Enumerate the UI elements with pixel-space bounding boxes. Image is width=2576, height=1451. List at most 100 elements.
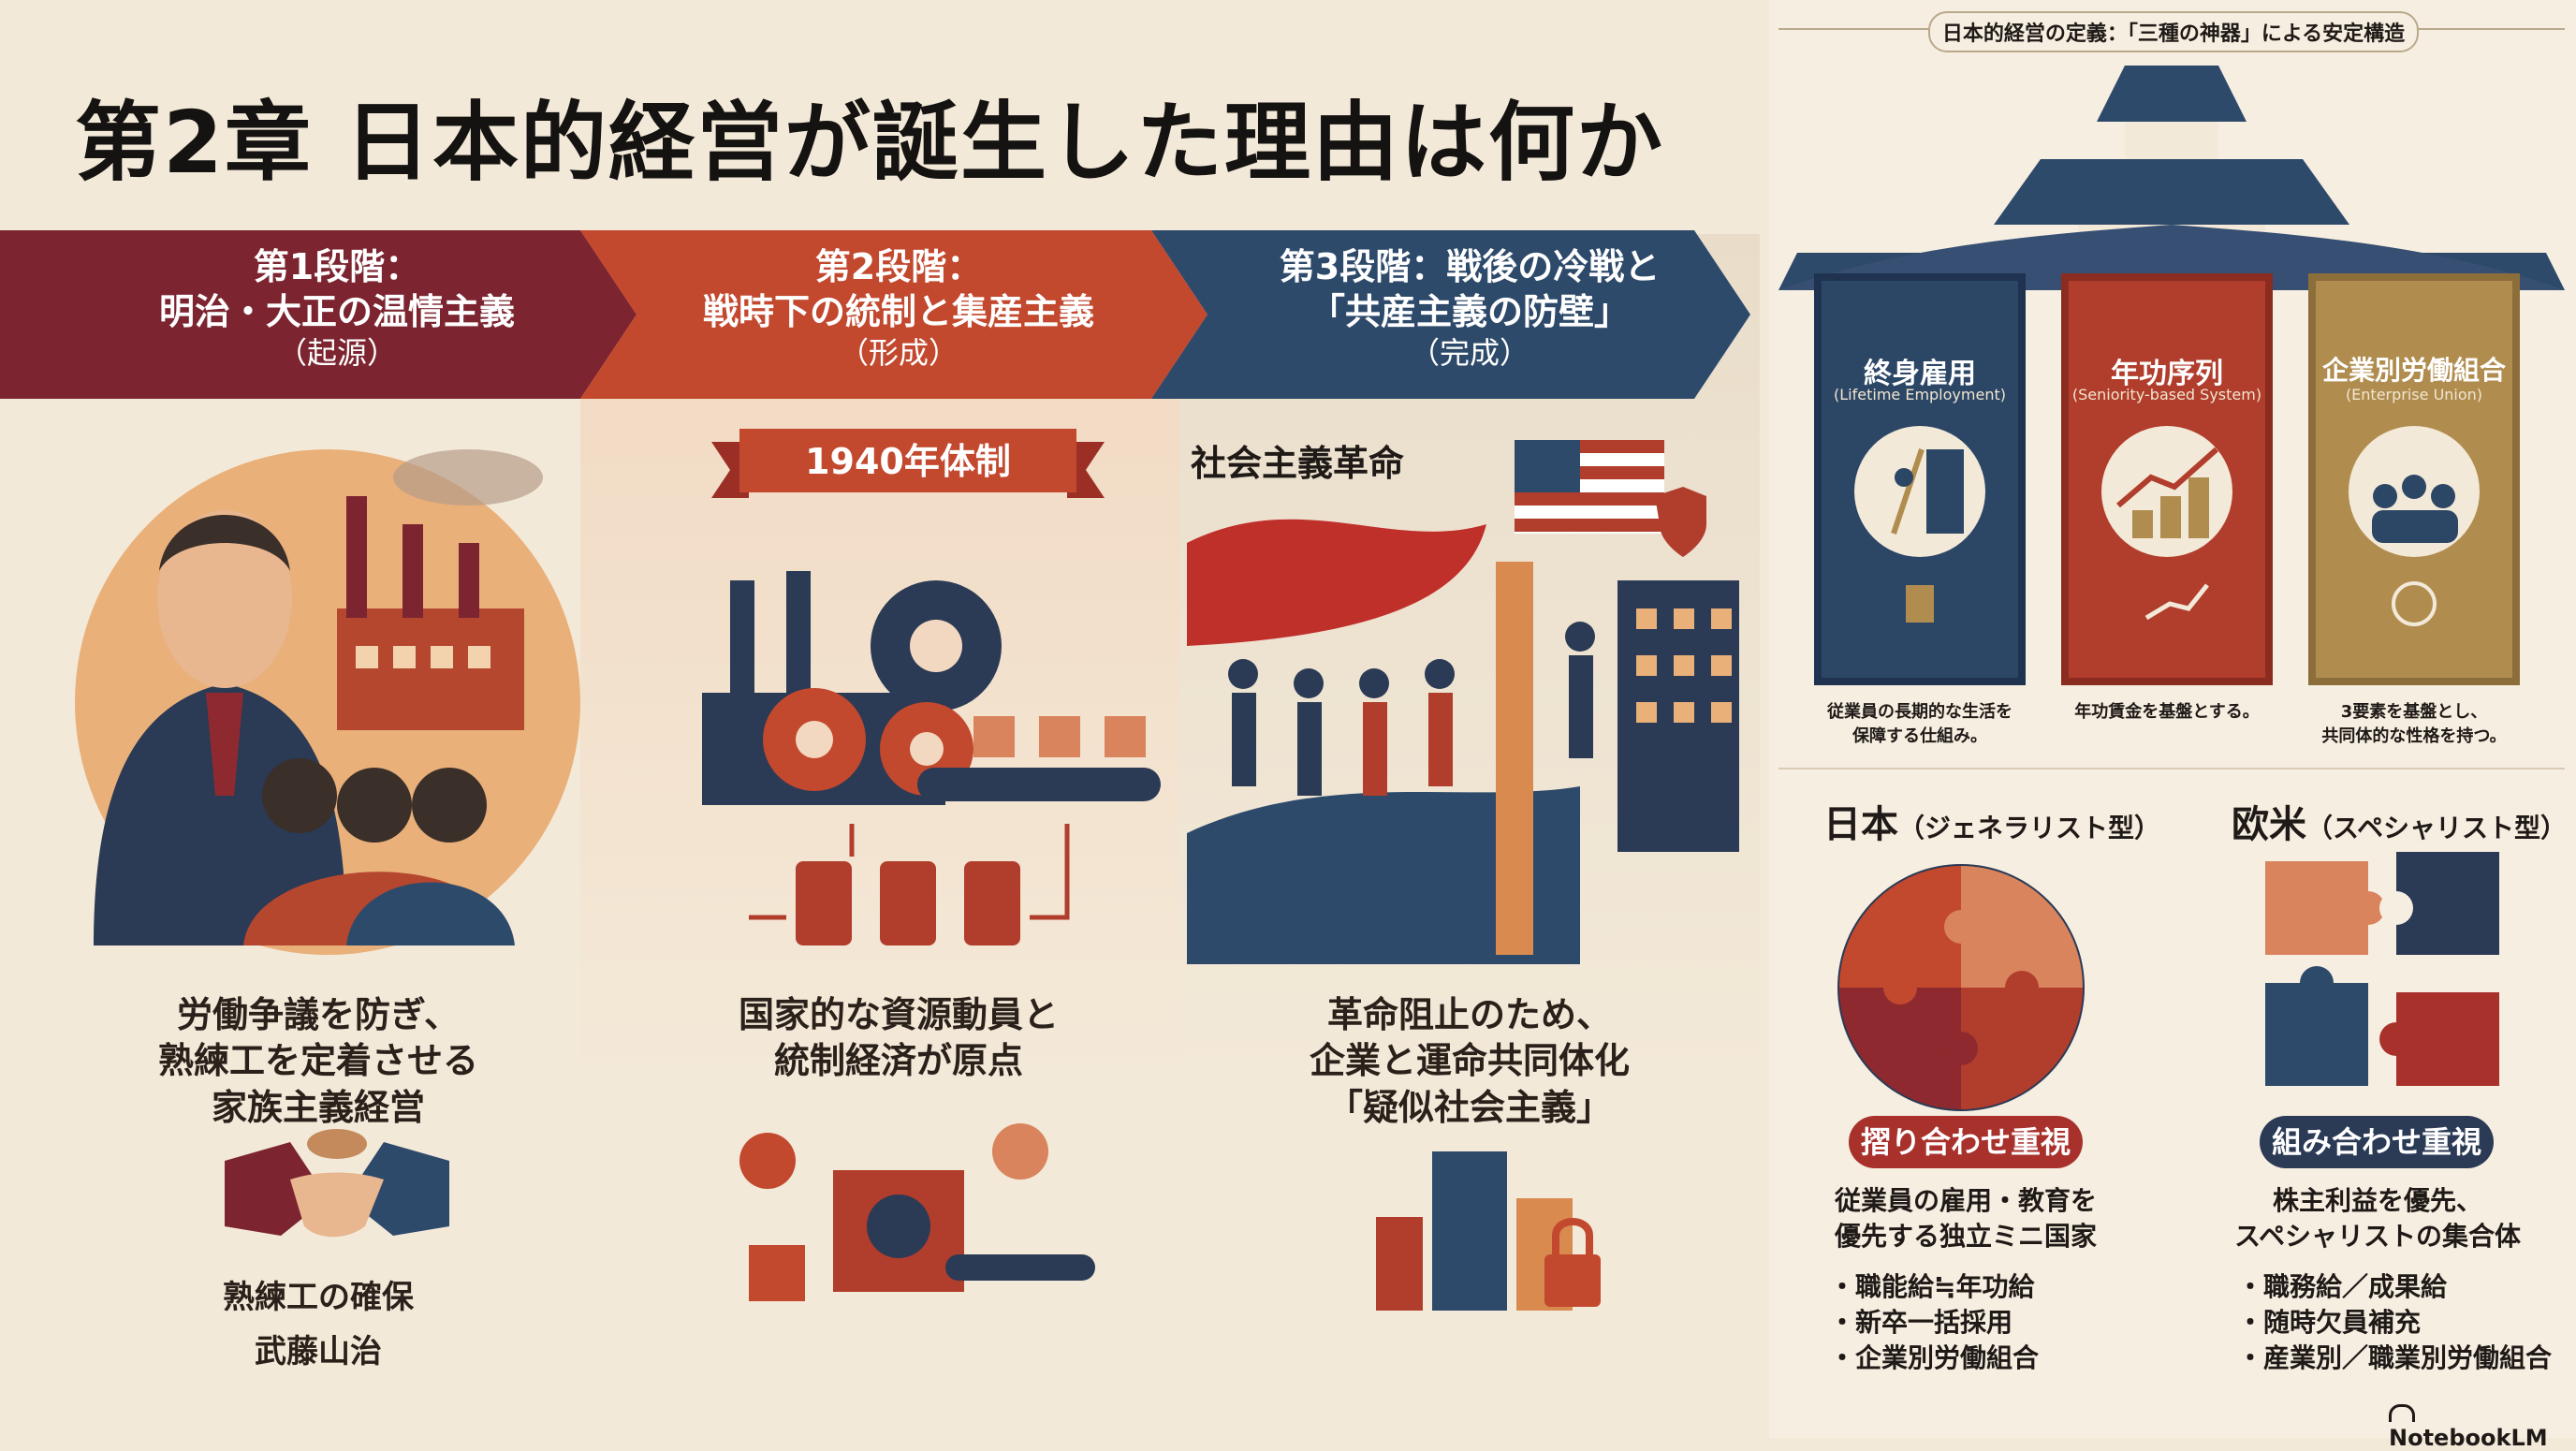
pillar-icons: [1854, 426, 2480, 626]
pillar1-desc: 従業員の長期的な生活を 保障する仕組み。: [1795, 700, 2044, 749]
notebooklm-brand: NotebookLM: [2389, 1399, 2576, 1451]
stage1-desc-line: 熟練工を定着させる: [157, 1040, 478, 1082]
skilled-worker-caption: 熟練工の確保: [223, 1279, 414, 1316]
puzzle-circle-icon: [1837, 864, 2085, 1111]
japan-desc-line: 従業員の雇用・教育を: [1834, 1185, 2097, 1216]
pillar1-desc-line: 保障する仕組み。: [1852, 726, 1987, 747]
west-heading: 欧米（スペシャリスト型）: [2232, 794, 2567, 848]
pillar1-desc-line: 従業員の長期的な生活を: [1827, 702, 2012, 722]
stage2-description: 国家的な資源動員と 統制経済が原点: [637, 992, 1161, 1085]
west-bullet: ・産業別／職業別労働組合: [2237, 1341, 2553, 1373]
gear-icon: [763, 580, 1002, 796]
japan-bullet: ・企業別労働組合: [1829, 1341, 2040, 1373]
stage3-desc-line: 「疑似社会主義」: [1326, 1086, 1612, 1128]
japan-title: 日本: [1823, 803, 1898, 846]
stage2-banner: 第2段階： 戦時下の統制と集産主義 （形成）: [618, 245, 1179, 372]
stage3-banner: 第3段階：戦後の冷戦と 「共産主義の防壁」 （完成）: [1208, 245, 1732, 372]
patriarch-figure: [94, 510, 346, 945]
us-flag-icon: [1515, 440, 1664, 534]
muto-sanji-caption: 武藤山治: [255, 1333, 382, 1371]
pillar3-desc-line: 3要素を基盤とし、: [2340, 702, 2488, 722]
notebooklm-logo-icon: [2389, 1403, 2415, 1422]
stage3-illustration: [1187, 440, 1739, 964]
japan-type: （ジェネラリスト型）: [1898, 813, 2161, 843]
page-title: 第2章 日本的経営が誕生した理由は何か: [75, 93, 1665, 193]
stage2-banner-shape: [580, 230, 1208, 399]
stage3-banner-shape: [1151, 230, 1750, 399]
stage1-line1: 第1段階：: [253, 246, 421, 287]
stage1-line3: （起源）: [276, 335, 397, 371]
stage3-line2: 「共産主義の防壁」: [1309, 290, 1630, 332]
stage2-desc-line: 統制経済が原点: [773, 1040, 1023, 1082]
stage1-captions: 熟練工の確保 武藤山治: [56, 1277, 580, 1372]
handshake-icon: [225, 1129, 449, 1238]
west-pill: 組み合わせ重視: [2260, 1116, 2494, 1168]
city-lock-icon: [1376, 1151, 1601, 1311]
pillar3-en: (Enterprise Union): [2345, 386, 2483, 403]
stage2-line1: 第2段階：: [814, 246, 983, 287]
west-desc-line: スペシャリストの集合体: [2233, 1220, 2522, 1252]
pillar2-desc: 年功賃金を基盤とする。: [2042, 700, 2291, 725]
stage1-banner-shape: [0, 230, 637, 399]
stage3-desc-line: 革命阻止のため、: [1326, 994, 1612, 1035]
conveyor-belt: [917, 768, 1161, 801]
growth-small-icon: [2144, 583, 2209, 621]
ladder-icon: [1854, 426, 1985, 557]
ribbon-label: 1940年体制: [805, 441, 1011, 482]
west-bullet: ・随時欠員補充: [2237, 1306, 2422, 1338]
west-bullets: ・職務給／成果給 ・随時欠員補充 ・産業別／職業別労働組合: [2237, 1269, 2552, 1375]
west-desc-line: 株主利益を優先、: [2272, 1185, 2482, 1216]
stage3-description: 革命阻止のため、 企業と運命共同体化 「疑似社会主義」: [1208, 992, 1732, 1131]
west-type: （スペシャリスト型）: [2306, 813, 2568, 843]
japan-heading: 日本（ジェネラリスト型）: [1823, 794, 2160, 848]
pillar1-title: 終身雇用: [1864, 358, 1976, 390]
workers-group: [243, 758, 515, 945]
ribbon-banner: [711, 429, 1105, 498]
pillar3-desc: 3要素を基盤とし、 共同体的な性格を持つ。: [2290, 700, 2539, 749]
coins-chart-icon: [2101, 426, 2232, 557]
building-small-icon: [1906, 585, 1934, 623]
union-people-icon: [2349, 426, 2480, 557]
pillar2-title: 年功序列: [2111, 358, 2223, 390]
japan-desc-line: 優先する独立ミニ国家: [1834, 1220, 2097, 1252]
japan-bullet: ・新卒一括採用: [1829, 1306, 2013, 1338]
stage2-desc-line: 国家的な資源動員と: [738, 994, 1059, 1035]
factory-icon: [337, 449, 543, 730]
stage3-line3: （完成）: [1409, 335, 1530, 371]
pillar-union: [2308, 273, 2520, 685]
stage-banners: [0, 230, 1750, 399]
japan-desc: 従業員の雇用・教育を 優先する独立ミニ国家: [1807, 1183, 2125, 1254]
workers-chain: [1228, 622, 1595, 796]
machine-icon: [739, 1123, 1095, 1301]
pillar2-desc-line: 年功賃金を基盤とする。: [2074, 702, 2260, 722]
stage1-banner: 第1段階： 明治・大正の温情主義 （起源）: [56, 245, 618, 372]
wall: [1496, 562, 1533, 955]
pillar3-title: 企業別労働組合: [2321, 355, 2506, 386]
group-small-icon: [2392, 581, 2437, 626]
stage1-line2: 明治・大正の温情主義: [158, 290, 515, 332]
japan-bullet: ・職能給≒年功給: [1829, 1271, 2035, 1302]
stage1-desc-line: 労働争議を防ぎ、: [176, 994, 461, 1035]
west-desc: 株主利益を優先、 スペシャリストの集合体: [2218, 1183, 2537, 1254]
shield-icon: [1655, 487, 1706, 557]
right-divider: [1778, 768, 2565, 769]
japan-pill: 摺り合わせ重視: [1849, 1116, 2083, 1168]
stage1-description: 労働争議を防ぎ、 熟練工を定着させる 家族主義経営: [56, 992, 580, 1131]
stage2-line3: （形成）: [838, 335, 959, 371]
revolution-label: 社会主義革命: [1191, 443, 1405, 484]
brand-label: NotebookLM: [2389, 1425, 2548, 1451]
west-bullet: ・職務給／成果給: [2237, 1271, 2448, 1302]
pillar1-en: (Lifetime Employment): [1834, 386, 2006, 403]
japan-bullets: ・職能給≒年功給 ・新卒一括採用 ・企業別労働組合: [1829, 1269, 2039, 1375]
stage2-illustration: [702, 571, 1161, 945]
pillar2-en: (Seniority-based System): [2071, 386, 2262, 403]
stage2-line2: 戦時下の統制と集産主義: [702, 290, 1094, 332]
stage1-desc-line: 家族主義経営: [211, 1086, 425, 1128]
barrels: [796, 861, 1020, 945]
pillar3-desc-line: 共同体的な性格を持つ。: [2321, 726, 2507, 747]
stage1-illustration: [75, 449, 580, 955]
right-header: 日本的経営の定義：「三種の神器」による安定構造: [1928, 11, 2419, 52]
red-wave: [1187, 519, 1486, 646]
puzzle-pieces-icon: [2265, 852, 2499, 1086]
stage3-desc-line: 企業と運命共同体化: [1309, 1040, 1630, 1082]
